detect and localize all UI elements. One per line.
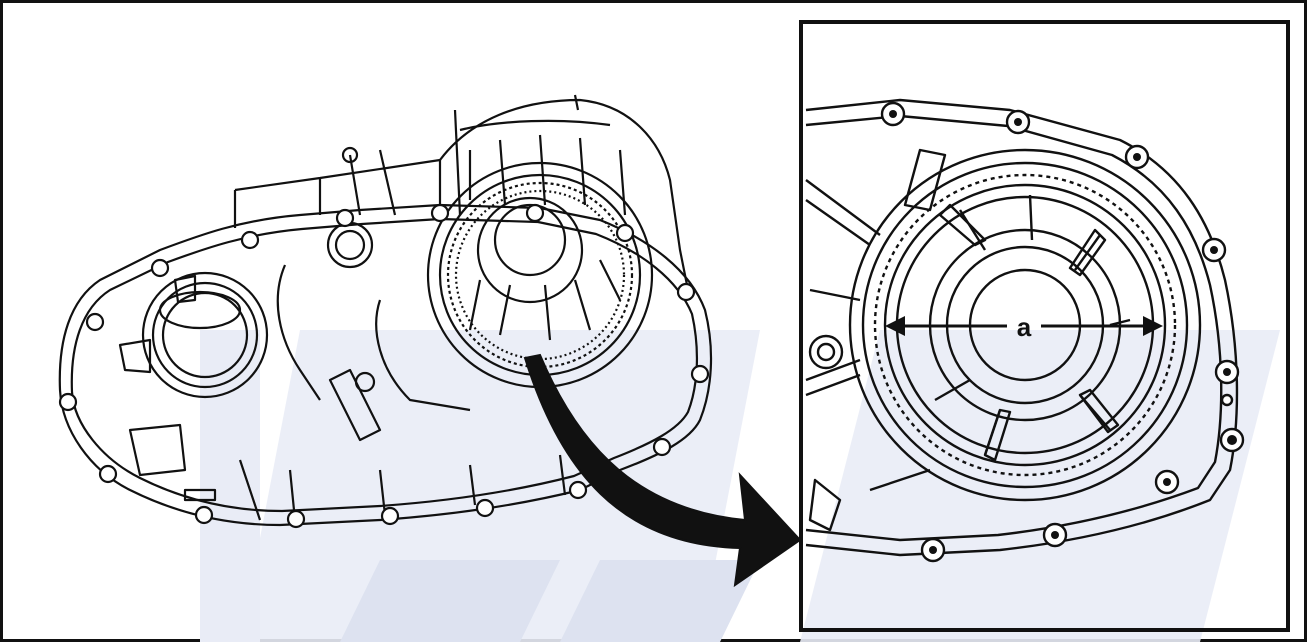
watermark (200, 330, 1280, 642)
arrow-right-icon (1143, 316, 1163, 336)
detail-panel (799, 20, 1290, 632)
arrow-left-icon (885, 316, 905, 336)
zoom-arrow (523, 353, 802, 588)
housing-bolt-holes (58, 203, 710, 529)
housing-overview (58, 94, 713, 527)
dimension-label: a (1017, 312, 1032, 342)
dimension-a: a (885, 312, 1163, 342)
